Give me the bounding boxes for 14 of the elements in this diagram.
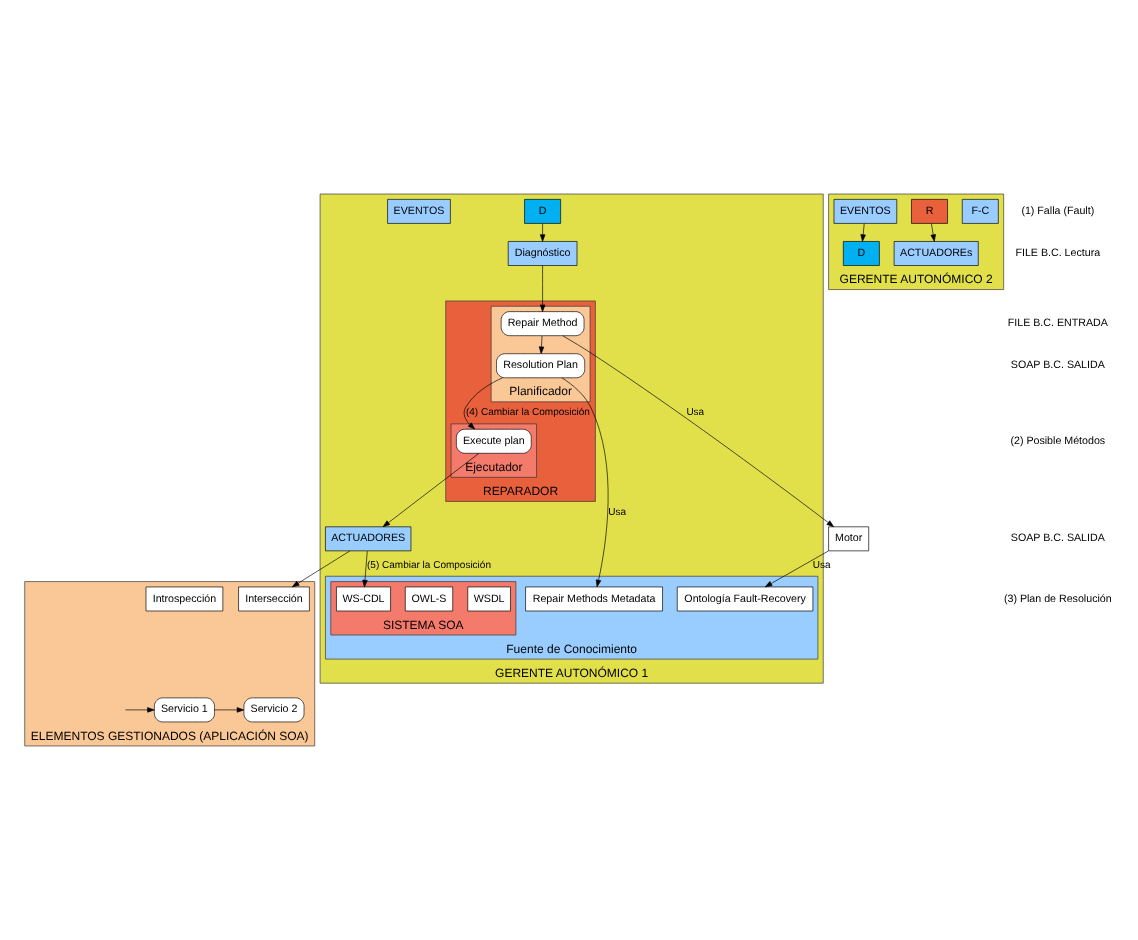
arrow — [561, 377, 609, 588]
arrow — [930, 223, 936, 242]
arrow — [539, 265, 546, 312]
arrow — [562, 335, 834, 527]
arrow — [860, 223, 866, 242]
arrow — [764, 550, 829, 588]
arrow — [214, 707, 245, 713]
arrow — [463, 377, 503, 430]
arrow — [125, 707, 155, 713]
arrow — [292, 550, 351, 588]
arrow — [382, 453, 480, 528]
arrow — [362, 550, 368, 588]
arrow — [538, 335, 545, 354]
arrow — [539, 223, 546, 242]
